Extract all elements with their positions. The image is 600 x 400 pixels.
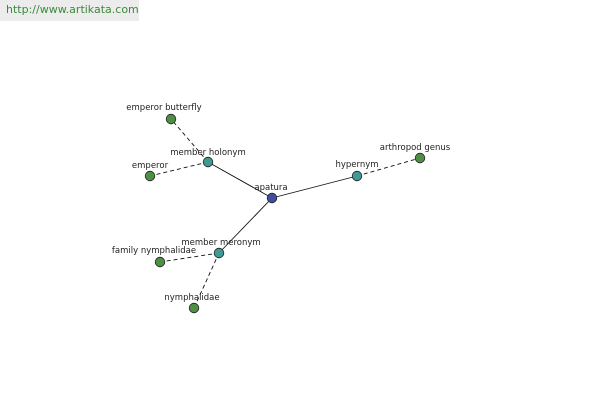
node-hypernym[interactable]: [351, 170, 363, 182]
edge-apatura-member-meronym: [218, 197, 273, 254]
edge-member-meronym-nymphalidae: [193, 252, 220, 309]
graph-edges: [149, 118, 421, 309]
url-banner: http://www.artikata.com: [0, 0, 139, 21]
node-apatura[interactable]: [266, 192, 278, 204]
node-emperor-butterfly[interactable]: [165, 113, 177, 125]
label-nymphalidae[interactable]: nymphalidae: [164, 293, 219, 303]
label-emperor[interactable]: emperor: [132, 161, 169, 171]
label-hypernym[interactable]: hypernym: [335, 160, 378, 170]
graph-labels: apatura member holonym hypernym member mero…: [112, 103, 451, 303]
edge-apatura-hypernym: [271, 175, 358, 199]
node-member-meronym[interactable]: [213, 247, 225, 259]
node-family-nymphalidae[interactable]: [154, 256, 166, 268]
site-url-link[interactable]: http://www.artikata.com: [6, 3, 139, 16]
label-apatura[interactable]: apatura: [254, 183, 287, 193]
label-member-meronym[interactable]: member meronym: [181, 238, 260, 248]
edge-apatura-member-holonym: [207, 161, 273, 199]
label-emperor-butterfly[interactable]: emperor butterfly: [126, 103, 201, 113]
node-arthropod-genus[interactable]: [414, 152, 426, 164]
node-nymphalidae[interactable]: [188, 302, 200, 314]
edge-member-holonym-emperor: [149, 161, 209, 177]
label-family-nymphalidae[interactable]: family nymphalidae: [112, 246, 196, 256]
node-emperor[interactable]: [144, 170, 156, 182]
edge-hypernym-arthropod-genus: [356, 157, 421, 177]
edge-member-holonym-emperor-butterfly: [170, 118, 209, 163]
label-arthropod-genus[interactable]: arthropod genus: [380, 143, 451, 153]
graph-nodes: [144, 113, 426, 314]
label-member-holonym[interactable]: member holonym: [170, 148, 245, 158]
edge-member-meronym-family-nymphalidae: [159, 252, 220, 263]
node-member-holonym[interactable]: [202, 156, 214, 168]
